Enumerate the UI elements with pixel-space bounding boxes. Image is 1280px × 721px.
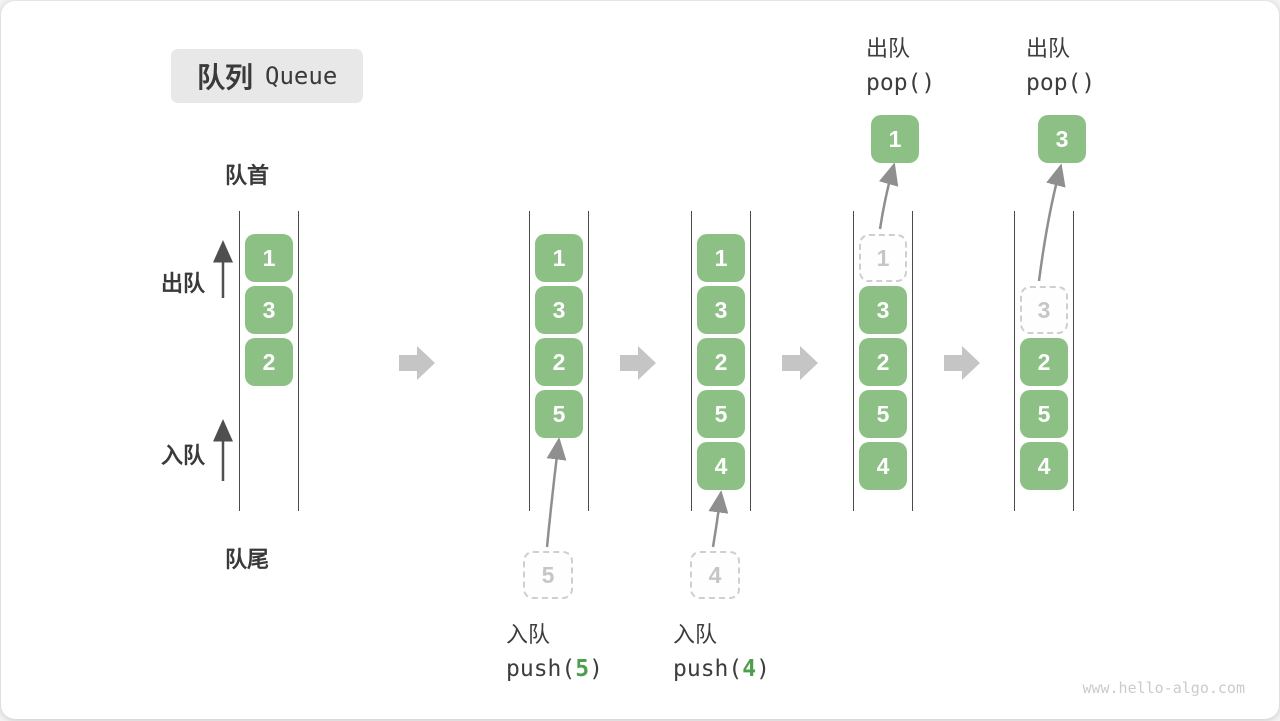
popped-cell: 1 [871,115,919,163]
queue-cell: 1 [245,234,293,282]
pop-code: pop() [866,70,936,96]
queue-cell: 2 [535,338,583,386]
enqueue-op-label: 入队 push(5) [506,617,603,682]
queue-cell: 3 [535,286,583,334]
queue-cell: 2 [859,338,907,386]
queue-cell: 5 [1020,390,1068,438]
push-arg: 4 [742,656,757,682]
queue-cell: 5 [535,390,583,438]
flow-arrow-4 [944,346,980,380]
flow-arrow-2 [620,346,656,380]
queue-cell: 4 [1020,442,1068,490]
queue-cell: 3 [245,286,293,334]
pop-code: pop() [1026,70,1096,96]
enqueue-op-zh: 入队 [673,622,718,647]
rear-label: 队尾 [225,547,270,572]
front-label: 队首 [225,163,270,188]
popped-cell: 3 [1038,115,1086,163]
queue-cell: 2 [245,338,293,386]
queue-cell: 4 [859,442,907,490]
title-badge: 队列 Queue [171,49,364,103]
push-ghost-box: 4 [690,551,740,599]
flow-arrow-3 [782,346,818,380]
enqueue-side-label: 入队 [161,443,206,468]
push-code: push(4) [673,656,770,682]
queue-cell: 5 [697,390,745,438]
enqueue-op-label: 入队 push(4) [673,617,770,682]
watermark: www.hello-algo.com [1082,679,1245,697]
queue-cell: 3 [859,286,907,334]
dequeue-op-label: 出队 pop() [1026,31,1095,96]
dequeue-op-zh: 出队 [1026,36,1071,61]
queue-cell: 2 [1020,338,1068,386]
title-en: Queue [265,62,338,90]
queue-cell: 2 [697,338,745,386]
dequeue-op-label: 出队 pop() [866,31,935,96]
enqueue-op-zh: 入队 [506,622,551,647]
push-code: push(5) [506,656,603,682]
queue-cell: 3 [697,286,745,334]
flow-arrow-1 [399,346,435,380]
push-ghost-box: 5 [523,551,573,599]
queue-cell-ghost: 3 [1020,286,1068,334]
push-arg: 5 [575,656,590,682]
queue-cell: 4 [697,442,745,490]
queue-cell: 5 [859,390,907,438]
title-zh: 队列 [197,62,254,93]
queue-cell-ghost: 1 [859,234,907,282]
dequeue-op-zh: 出队 [866,36,911,61]
dequeue-side-label: 出队 [161,271,206,296]
queue-cell: 1 [535,234,583,282]
queue-cell: 1 [697,234,745,282]
